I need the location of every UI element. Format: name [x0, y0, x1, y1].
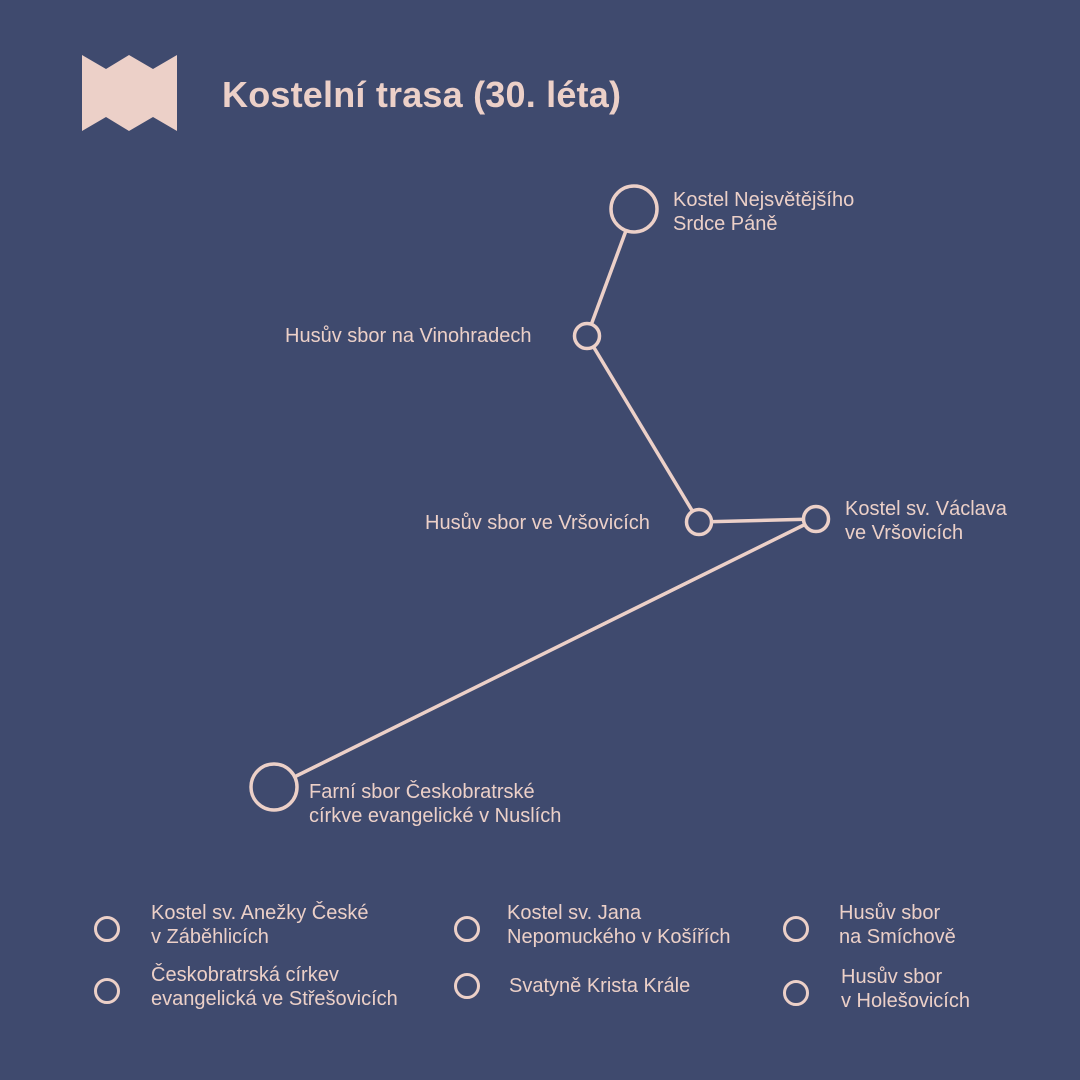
stop-label-nusle: Farní sbor Českobratrské církve evangeli… [309, 781, 562, 827]
legend-label: Husův sbor v Holešovicích [841, 966, 970, 1012]
legend-circle-icon [454, 973, 480, 999]
stop-label-vaclav-vrsovice: Kostel sv. Václava ve Vršovicích [845, 498, 1007, 544]
legend-item-anezka: Kostel sv. Anežky České v Záběhlicích [94, 901, 369, 949]
legend-label: Českobratrská církev evangelická ve Stře… [151, 964, 398, 1010]
stop-label-husuv-vrsovice: Husův sbor ve Vršovicích [425, 512, 650, 534]
legend-circle-icon [94, 977, 120, 1004]
legend-item-jan-nepomucky: Kostel sv. Jana Nepomuckého v Košířích [454, 901, 730, 949]
legend-label: Husův sbor na Smíchově [839, 902, 956, 948]
legend-item-krista-krale: Svatyně Krista Krále [454, 973, 690, 999]
stop-marker-husuv-vinohrady [572, 321, 602, 351]
legend-item-husuv-smichov: Husův sbor na Smíchově [783, 901, 956, 949]
legend-item-stresovice: Českobratrská církev evangelická ve Stře… [94, 963, 398, 1011]
legend-circle-icon [783, 979, 809, 1006]
legend-circle-icon [94, 915, 120, 942]
route-line-group [273, 208, 817, 789]
page-title: Kostelní trasa (30. léta) [222, 74, 622, 115]
legend-circle-icon [454, 915, 480, 942]
legend-label: Kostel sv. Jana Nepomuckého v Košířích [507, 902, 731, 948]
route-segment-husuv-vrsovice-to-vaclav-vrsovice [698, 517, 817, 524]
route-segment-husuv-vinohrady-to-husuv-vrsovice [585, 335, 701, 523]
stop-marker-vaclav-vrsovice [801, 504, 831, 534]
stop-marker-husuv-vrsovice [684, 507, 714, 537]
route-segment-vaclav-vrsovice-to-nusle [273, 517, 817, 789]
m-shape-logo [82, 55, 177, 131]
stop-label-srdce-pane: Kostel Nejsvětějšího Srdce Páně [673, 189, 855, 235]
legend-item-husuv-holesovice: Husův sbor v Holešovicích [783, 965, 970, 1013]
legend-label: Kostel sv. Anežky České v Záběhlicích [151, 902, 369, 948]
route-stop-group [249, 184, 831, 812]
stop-label-husuv-vinohrady: Husův sbor na Vinohradech [285, 325, 532, 347]
stop-marker-nusle [249, 762, 299, 812]
legend-circle-icon [783, 915, 809, 942]
legend-label: Svatyně Krista Krále [509, 975, 691, 997]
stop-marker-srdce-pane [609, 184, 659, 234]
